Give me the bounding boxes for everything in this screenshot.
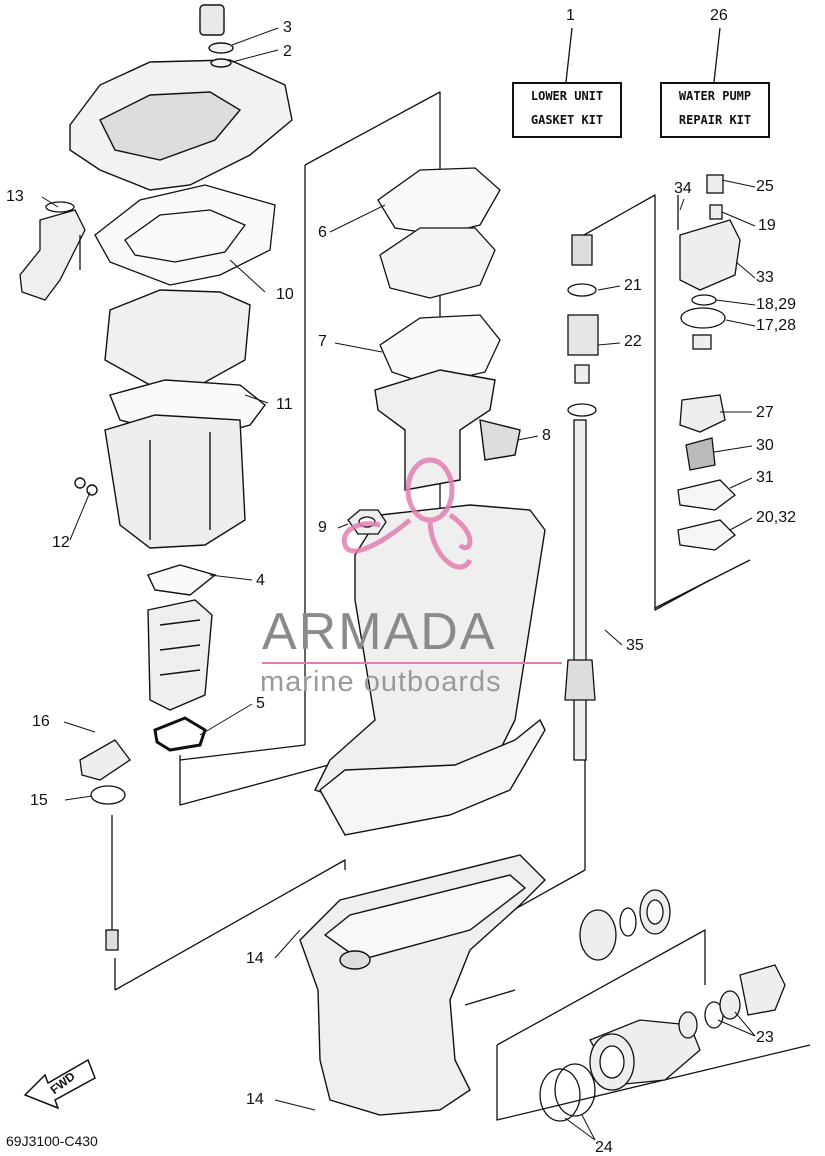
lower-unit-gasket-kit-box: LOWER UNIT GASKET KIT bbox=[512, 82, 622, 138]
callout-27: 27 bbox=[756, 404, 774, 421]
callout-35: 35 bbox=[626, 637, 644, 654]
callout-34: 34 bbox=[674, 180, 692, 197]
exhaust-cover-part bbox=[69, 4, 293, 191]
callout-14-lower: 14 bbox=[246, 1091, 264, 1108]
callout-20-32: 20,32 bbox=[756, 509, 797, 526]
callout-7: 7 bbox=[318, 333, 327, 350]
callout-33: 33 bbox=[756, 269, 774, 286]
callout-11: 11 bbox=[276, 396, 293, 413]
callout-6: 6 bbox=[318, 224, 327, 241]
exhaust-guide-block bbox=[74, 414, 246, 549]
callout-19: 19 bbox=[758, 217, 776, 234]
callout-25: 25 bbox=[756, 178, 774, 195]
callout-leaders bbox=[41, 27, 756, 1141]
callout-9: 9 bbox=[318, 519, 327, 536]
watermark-subtitle: marine outboards bbox=[260, 666, 502, 698]
callout-22: 22 bbox=[624, 333, 642, 350]
frame-gear-group bbox=[496, 929, 706, 1046]
drive-shaft bbox=[564, 234, 599, 761]
callout-5: 5 bbox=[256, 695, 265, 712]
water-pump-parts bbox=[677, 174, 741, 551]
muffler-assembly bbox=[147, 564, 217, 752]
callout-12: 12 bbox=[52, 534, 70, 551]
gasket-10 bbox=[94, 184, 276, 286]
kit-box-line1: LOWER UNIT bbox=[530, 89, 604, 103]
callout-23: 23 bbox=[756, 1029, 774, 1046]
callout-3: 3 bbox=[283, 19, 292, 36]
water-pump-repair-kit-box: WATER PUMP REPAIR KIT bbox=[660, 82, 770, 138]
gaskets-6-7 bbox=[377, 167, 501, 386]
callout-10: 10 bbox=[276, 286, 294, 303]
frame-drive-shaft bbox=[574, 194, 711, 611]
callout-15: 15 bbox=[30, 792, 48, 809]
kit-box-line2: REPAIR KIT bbox=[678, 113, 752, 127]
callout-8: 8 bbox=[542, 427, 551, 444]
frame-lower-casing bbox=[114, 859, 346, 991]
callout-18-29: 18,29 bbox=[756, 296, 797, 313]
callout-24: 24 bbox=[595, 1139, 613, 1156]
callout-2: 2 bbox=[283, 43, 292, 60]
lower-casing bbox=[299, 854, 546, 1116]
kit-box-line1: WATER PUMP bbox=[678, 89, 752, 103]
bracket-13 bbox=[19, 201, 86, 301]
callout-13: 13 bbox=[6, 188, 24, 205]
drive-shaft-housing bbox=[314, 369, 546, 836]
shift-rod-group bbox=[79, 739, 131, 951]
callout-17-28: 17,28 bbox=[756, 317, 797, 334]
callout-14-upper: 14 bbox=[246, 950, 264, 967]
callout-16: 16 bbox=[32, 713, 50, 730]
watermark-logo-icon bbox=[341, 457, 473, 570]
callout-31: 31 bbox=[756, 469, 774, 486]
watermark-divider bbox=[262, 662, 562, 664]
frame-water-pump bbox=[654, 559, 751, 609]
callout-21: 21 bbox=[624, 277, 642, 294]
gear-parts bbox=[539, 889, 786, 1122]
kit-box-line2: GASKET KIT bbox=[530, 113, 604, 127]
drawing-code: 69J3100-C430 bbox=[6, 1133, 98, 1149]
callout-1: 1 bbox=[566, 7, 575, 24]
callout-4: 4 bbox=[256, 572, 265, 589]
fwd-arrow-icon bbox=[23, 1058, 96, 1110]
watermark-title: ARMADA bbox=[262, 603, 497, 661]
callout-30: 30 bbox=[756, 437, 774, 454]
callout-26: 26 bbox=[710, 7, 728, 24]
